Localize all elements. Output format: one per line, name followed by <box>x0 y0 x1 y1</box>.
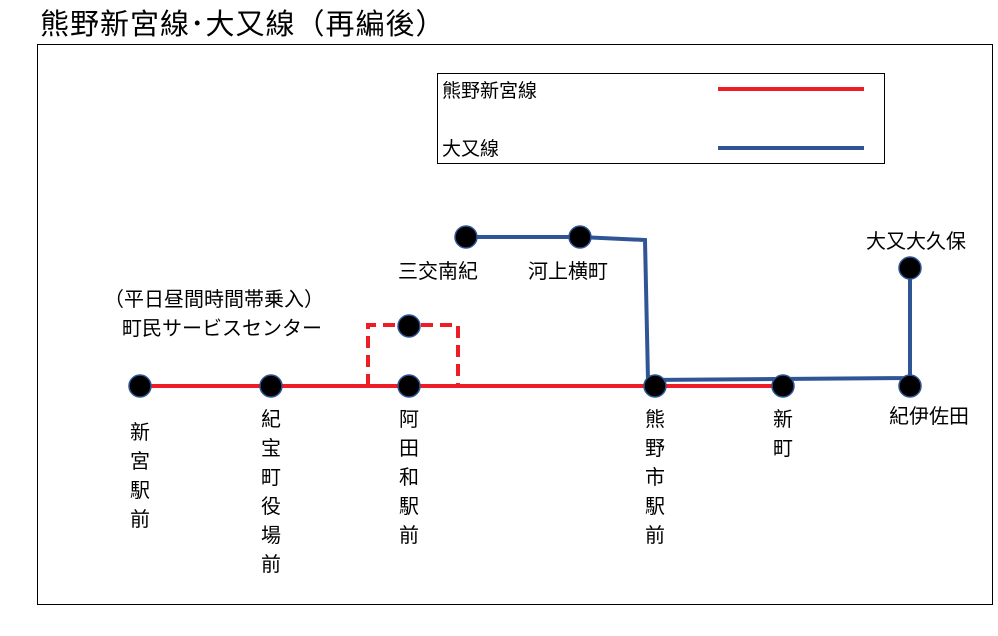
station-omata-okubo <box>898 256 922 280</box>
label-machimin-center: 町民サービスセンター <box>122 316 322 340</box>
station-kiho-yakuba <box>259 374 283 398</box>
legend-label-omata: 大又線 <box>442 138 500 160</box>
legend-label-kumano-shingu: 熊野新宮線 <box>442 80 538 102</box>
label-shingu-ekimae: 新宮駅前 <box>130 420 150 531</box>
station-kiisada <box>898 374 922 398</box>
label-misaki-minamiki: 三交南紀 <box>398 259 478 283</box>
label-kiho-yakuba: 紀宝町役場前 <box>261 407 281 576</box>
label-shinmachi: 新町 <box>773 407 793 460</box>
diagram-frame <box>37 44 993 605</box>
omata-line <box>466 235 912 383</box>
page-title: 熊野新宮線･大又線（再編後） <box>40 7 446 41</box>
station-ada-ekimae <box>397 374 421 398</box>
label-omata-okubo: 大又大久保 <box>866 229 966 253</box>
label-ada-ekimae: 阿田和駅前 <box>399 407 419 547</box>
legend-swatch-omata <box>718 146 864 150</box>
legend: 熊野新宮線 大又線 <box>437 73 885 164</box>
label-kumanoshi-ekimae: 熊野市駅前 <box>645 407 665 547</box>
label-machimin-center-note: （平日昼間時間帯乗入） <box>104 287 324 311</box>
legend-swatch-kumano-shingu <box>718 87 864 91</box>
station-shinmachi <box>771 374 795 398</box>
station-machimin-center <box>397 314 421 338</box>
station-kawakami-yokomachi <box>568 225 592 249</box>
label-kawakami-yokomachi: 河上横町 <box>528 259 608 283</box>
station-kumanoshi-ekimae <box>643 374 667 398</box>
station-misaki-minamiki <box>454 225 478 249</box>
station-shingu-ekimae <box>128 374 152 398</box>
label-kiisada: 紀伊佐田 <box>889 404 969 428</box>
